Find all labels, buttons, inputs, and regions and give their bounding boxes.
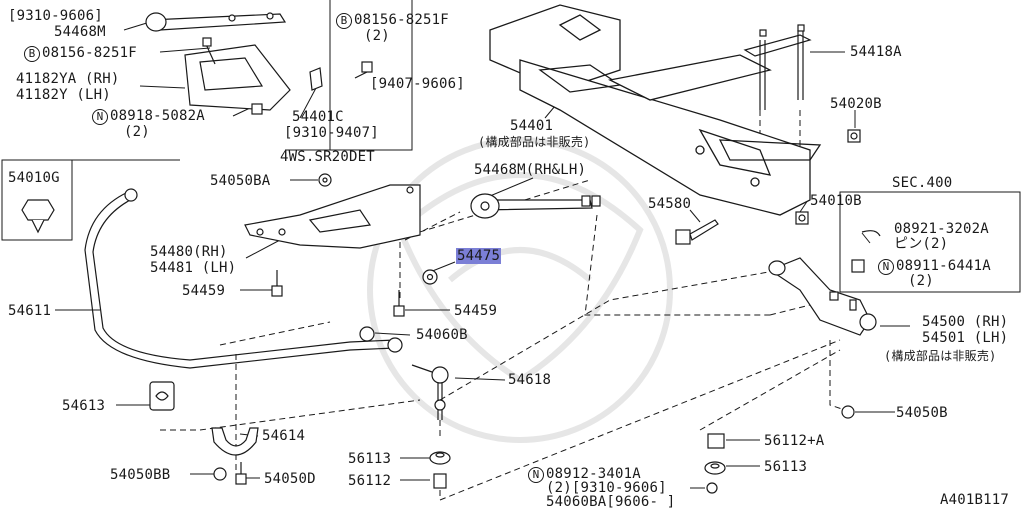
label-54050d[interactable]: 54050D xyxy=(264,471,316,487)
label-54618[interactable]: 54618 xyxy=(508,372,552,388)
bushing-56113-right xyxy=(704,461,726,475)
label-54418a[interactable]: 54418A xyxy=(850,44,902,60)
label-4ws: 4WS.SR20DET xyxy=(280,149,375,165)
label-54459-a[interactable]: 54459 xyxy=(182,283,226,299)
label-08912-code: 08912-3401A xyxy=(546,466,641,482)
label-54020b[interactable]: 54020B xyxy=(830,96,882,112)
label-08921[interactable]: 08921-3202A xyxy=(894,221,989,237)
nut-marker-icon: N xyxy=(878,259,894,275)
label-54010g[interactable]: 54010G xyxy=(8,170,60,186)
diagram-id: A401B117 xyxy=(940,492,1010,508)
nut-08912 xyxy=(706,482,718,494)
leader-lines xyxy=(55,21,910,489)
spacer-56112-left xyxy=(433,473,447,489)
label-08918-qty: (2) xyxy=(124,124,150,140)
upper-link-and-bracket xyxy=(145,12,323,115)
label-54481[interactable]: 54481 (LH) xyxy=(150,260,237,276)
label-54459-b[interactable]: 54459 xyxy=(454,303,498,319)
bracket-54614 xyxy=(211,427,259,456)
label-08156-box-qty: (2) xyxy=(364,28,390,44)
label-54500[interactable]: 54500 (RH) xyxy=(922,314,1009,330)
label-54050ba[interactable]: 54050BA xyxy=(210,173,271,189)
label-9310-9407: [9310-9407] xyxy=(284,125,379,141)
label-54480[interactable]: 54480(RH) xyxy=(150,244,228,260)
bolt-marker-icon: B xyxy=(336,13,352,29)
label-54468m-rhlh[interactable]: 54468M(RH&LH) xyxy=(474,162,587,178)
nut-54050b xyxy=(841,405,855,419)
label-54611[interactable]: 54611 xyxy=(8,303,52,319)
nut-54050ba xyxy=(318,173,332,187)
label-54050b[interactable]: 54050B xyxy=(896,405,948,421)
label-9310-9606: [9310-9606] xyxy=(8,8,103,24)
label-08918-code: 08918-5082A xyxy=(110,108,205,124)
label-54060b[interactable]: 54060B xyxy=(416,327,468,343)
label-08156-left-code: 08156-8251F xyxy=(42,45,137,61)
clip-54010g xyxy=(21,199,55,234)
label-54580[interactable]: 54580 xyxy=(648,196,692,212)
label-41182ya[interactable]: 41182YA (RH) xyxy=(16,71,120,87)
label-54501[interactable]: 54501 (LH) xyxy=(922,330,1009,346)
watermark-emblem xyxy=(367,137,673,443)
nut-54060b xyxy=(359,326,375,342)
bushing-54613 xyxy=(149,381,175,411)
lower-bracket-54480 xyxy=(244,184,421,249)
label-54010b[interactable]: 54010B xyxy=(810,193,862,209)
label-9407-9606: [9407-9606] xyxy=(370,76,465,92)
label-56113-right[interactable]: 56113 xyxy=(764,459,808,475)
label-56112-left[interactable]: 56112 xyxy=(348,473,392,489)
label-54401c[interactable]: 54401C xyxy=(292,109,344,125)
label-54500-note: (構成部品は非販売) xyxy=(884,349,997,363)
bolt-54580 xyxy=(675,219,719,245)
label-54475-highlighted[interactable]: 54475 xyxy=(456,248,502,264)
label-54050bb[interactable]: 54050BB xyxy=(110,467,171,483)
stabilizer-bar-54611 xyxy=(84,188,403,369)
bolt-54459-a xyxy=(271,270,283,297)
label-08912-sub: (2)[9310-9606] xyxy=(546,480,667,496)
box-bolt-08156 xyxy=(354,61,373,79)
stabilizer-link-54618 xyxy=(411,364,449,420)
nut-54050bb xyxy=(213,467,227,481)
crossmember-54401 xyxy=(489,4,822,216)
stud-plate-54418a xyxy=(743,24,812,110)
label-08911-code: 08911-6441A xyxy=(896,258,991,274)
nut-marker-icon: N xyxy=(92,109,108,125)
label-56112a[interactable]: 56112+A xyxy=(764,433,825,449)
label-54401[interactable]: 54401 xyxy=(510,118,554,134)
label-54614[interactable]: 54614 xyxy=(262,428,306,444)
lateral-link-54468m xyxy=(470,193,601,219)
nut-54475 xyxy=(422,269,438,285)
label-54401-note: (構成部品は非販売) xyxy=(478,135,591,149)
label-54060ba[interactable]: 54060BA[9606- ] xyxy=(546,494,676,510)
bolt-54459-b xyxy=(393,290,405,317)
label-sec400[interactable]: SEC.400 xyxy=(892,175,953,191)
bolt-marker-icon: B xyxy=(24,46,40,62)
label-08911-qty: (2) xyxy=(908,273,934,289)
nut-54010b xyxy=(795,211,809,225)
label-08156-box-code: 08156-8251F xyxy=(354,12,449,28)
label-56113-left[interactable]: 56113 xyxy=(348,451,392,467)
nut-marker-icon: N xyxy=(528,467,544,483)
bushing-56113-left xyxy=(429,451,451,465)
frame-lines xyxy=(1,0,1021,293)
label-pin: ピン(2) xyxy=(894,236,949,252)
label-41182y[interactable]: 41182Y (LH) xyxy=(16,87,111,103)
lower-arm-54500 xyxy=(768,257,877,336)
label-54468m[interactable]: 54468M xyxy=(54,24,106,40)
bushing-sec400 xyxy=(851,230,881,273)
bolt-54050d xyxy=(235,462,247,485)
label-54613[interactable]: 54613 xyxy=(62,398,106,414)
bushing-56112a xyxy=(707,433,725,449)
nut-54020b xyxy=(847,129,861,143)
